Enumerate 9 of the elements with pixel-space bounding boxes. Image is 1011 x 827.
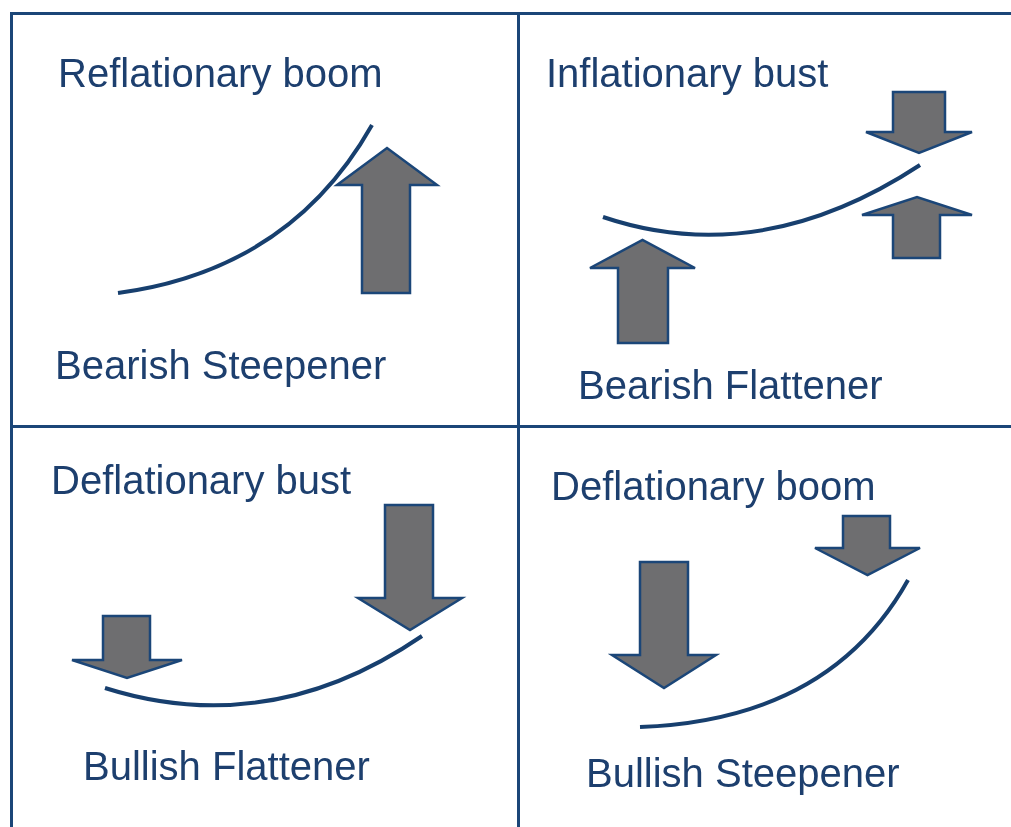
panel-heading: Deflationary boom [551, 466, 876, 506]
panel-heading: Reflationary boom [58, 53, 383, 93]
panel-caption: Bullish Steepener [586, 753, 900, 793]
quadrant-panel [10, 12, 520, 428]
panel-caption: Bearish Flattener [578, 365, 883, 405]
panel-heading: Inflationary bust [546, 53, 829, 93]
panel-caption: Bearish Steepener [55, 345, 387, 385]
panel-heading: Deflationary bust [51, 460, 352, 500]
panel-caption: Bullish Flattener [83, 746, 370, 786]
